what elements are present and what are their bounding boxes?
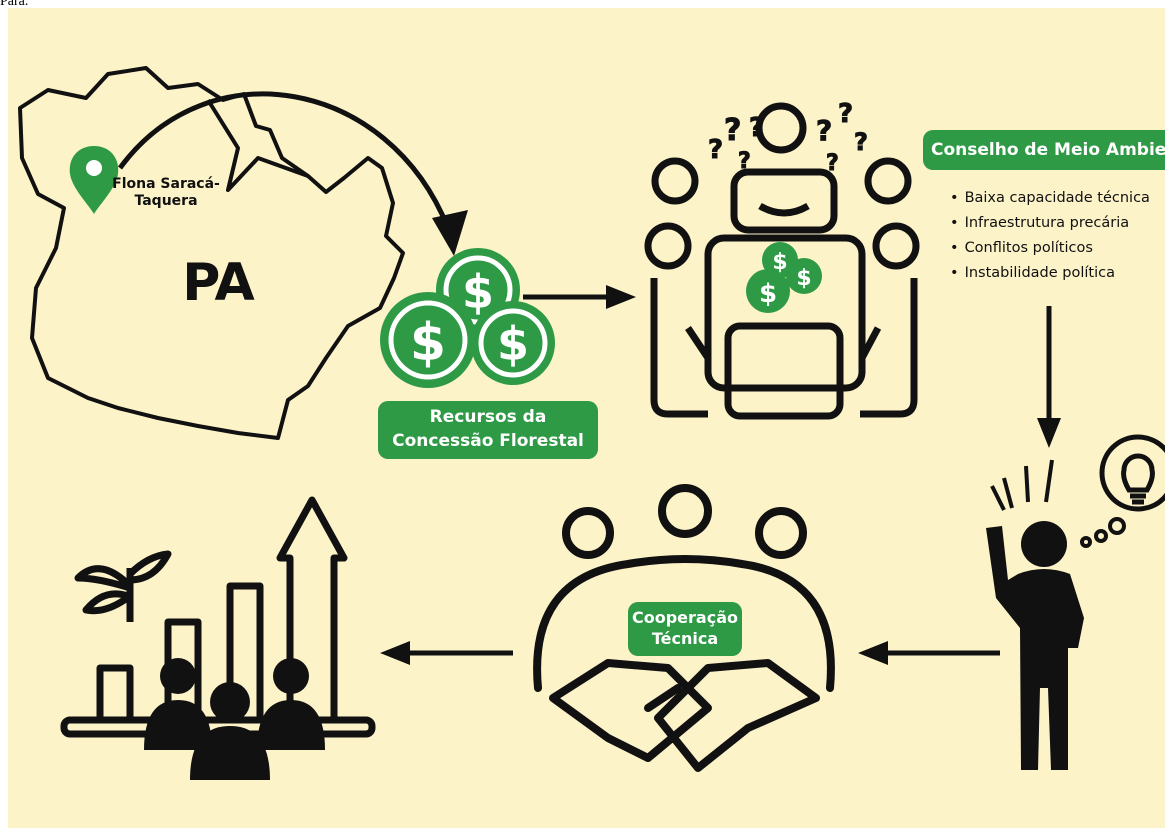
curved-arrow-head	[432, 210, 468, 256]
map-state-label: PA	[182, 253, 255, 313]
resources-badge: Recursos da Concessão Florestal	[378, 401, 598, 459]
svg-text:$: $	[410, 313, 446, 373]
diagram-graphics: $ $ $	[18, 66, 1165, 780]
thought-bubbles	[1080, 517, 1126, 548]
idea-person-icon	[986, 459, 1084, 770]
question-marks-icon: ? ? ? ? ? ? ? ?	[708, 99, 869, 177]
para-map	[18, 66, 405, 440]
meeting-table-icon	[644, 102, 920, 420]
cropped-header-text: Pará.	[0, 0, 29, 9]
arrow-down	[1037, 306, 1061, 448]
problem-item: Conflitos políticos	[950, 236, 1150, 261]
arrow-right-1	[523, 285, 636, 309]
handshake-group-icon	[533, 484, 835, 772]
map-place-label: Flona Saracá-Taquera	[112, 176, 220, 209]
people-group-icon	[144, 658, 325, 780]
svg-text:?: ?	[724, 113, 741, 148]
svg-text:?: ?	[816, 114, 832, 147]
svg-text:$: $	[772, 250, 787, 275]
svg-text:?: ?	[738, 149, 751, 174]
council-problem-list: Baixa capacidade técnica Infraestrutura …	[950, 186, 1150, 286]
problem-item: Infraestrutura precária	[950, 211, 1150, 236]
svg-text:$: $	[497, 317, 529, 371]
problem-item: Instabilidade política	[950, 261, 1150, 286]
location-pin-icon	[69, 146, 119, 214]
svg-text:?: ?	[749, 113, 764, 143]
lightbulb-icon	[1099, 434, 1165, 512]
problem-item: Baixa capacidade técnica	[950, 186, 1150, 211]
svg-text:?: ?	[826, 151, 839, 176]
svg-text:?: ?	[838, 99, 853, 129]
curved-arrow	[117, 91, 451, 229]
svg-text:?: ?	[708, 135, 723, 165]
meeting-coins-icon: $ $ $	[746, 242, 822, 313]
arrow-left-2	[380, 641, 513, 665]
flow-diagram: $ $ $	[8, 8, 1165, 828]
arrow-left-1	[858, 641, 1000, 665]
cooperation-badge: Cooperação Técnica	[628, 602, 742, 656]
money-coins-icon: $ $ $	[380, 248, 555, 388]
svg-text:?: ?	[854, 128, 868, 156]
svg-text:$: $	[759, 279, 777, 309]
svg-text:$: $	[796, 266, 811, 291]
council-title-badge: Conselho de Meio Ambiente	[923, 130, 1165, 170]
